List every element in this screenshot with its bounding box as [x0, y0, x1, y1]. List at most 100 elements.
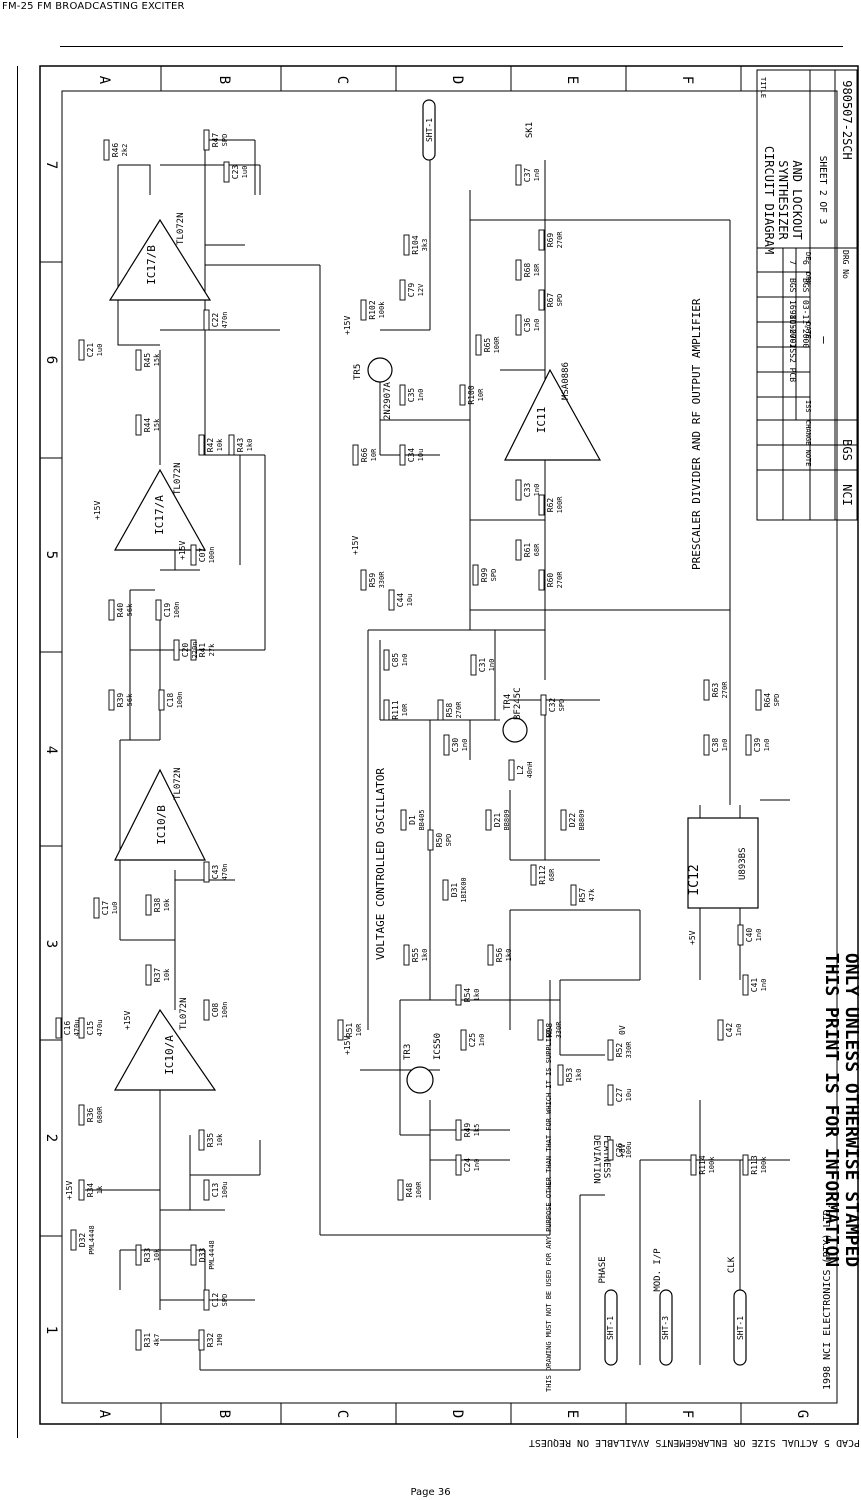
component-ref-r65: R65	[483, 338, 492, 353]
component-body-r34	[78, 1179, 85, 1201]
row-label-1: 1	[43, 1326, 59, 1334]
connector-phase-label: PHASE	[598, 1256, 608, 1283]
ic17a-body	[113, 468, 207, 551]
component-ref-c30: C30	[451, 738, 460, 753]
ic10a-label: IC10/A	[163, 1035, 176, 1075]
component-ref-r37: R37	[153, 968, 162, 983]
component-body-c08	[203, 999, 210, 1021]
component-value-d33: PML4448	[208, 1240, 216, 1270]
component-ref-r38: R38	[153, 898, 162, 913]
component-value-c25: 1n0	[478, 1034, 486, 1047]
tr3-type: ICS50	[433, 1033, 443, 1060]
component-value-r104: 3k3	[421, 239, 429, 252]
component-ref-r57: R57	[578, 888, 587, 903]
component-body-r111	[383, 699, 390, 721]
component-ref-c16: C16	[63, 1021, 72, 1036]
drawn-by-initials: BGS	[840, 439, 854, 461]
component-ref-r69: R69	[546, 233, 555, 248]
component-body-l2	[508, 759, 515, 781]
tr4-label: TR4	[503, 694, 513, 710]
component-body-r48	[397, 1179, 404, 1201]
component-value-r68: 18R	[533, 263, 541, 276]
component-value-r98: 330R	[555, 1021, 563, 1039]
component-value-c20: 220n	[191, 642, 199, 659]
drn-label: DRN	[804, 272, 812, 285]
component-ref-c43: C43	[211, 865, 220, 880]
component-value-r61: 68R	[533, 543, 541, 556]
component-ref-r112: R112	[538, 865, 547, 884]
component-value-r38: 10k	[163, 898, 171, 911]
component-body-c25	[460, 1029, 467, 1051]
component-body-c35	[399, 384, 406, 406]
component-body-r60	[538, 569, 545, 591]
component-body-c16	[55, 1017, 62, 1039]
component-ref-r50: R50	[435, 833, 444, 848]
connector-clk-sheet: SHT-1	[736, 1316, 745, 1340]
component-value-c13: 100u	[221, 1182, 229, 1199]
change-2-by: BGS	[801, 278, 810, 293]
component-value-r114: 100k	[708, 1156, 716, 1174]
component-ref-r39: R39	[116, 693, 125, 708]
ic17a-type: TL072N	[173, 462, 183, 495]
drawing-subtitle-2: AND LOCKOUT	[790, 160, 804, 239]
component-value-c07: 100n	[208, 547, 216, 564]
component-ref-c07: C07	[198, 548, 207, 563]
component-value-r44: 15k	[153, 418, 161, 431]
supply-p15v-6: +15V	[351, 536, 360, 555]
component-value-r32: 1M0	[216, 1334, 224, 1347]
drawing-title: CIRCUIT DIAGRAM	[762, 146, 776, 254]
component-value-d32: PML4448	[88, 1225, 96, 1255]
component-body-r51	[337, 1019, 344, 1041]
component-body-r42	[198, 434, 205, 456]
col-label-f-bottom: F	[679, 1410, 695, 1418]
restriction-note: THIS DRAWING MUST NOT BE USED FOR ANY PU…	[545, 1025, 553, 1392]
title-dash: —	[817, 336, 831, 344]
component-body-r62	[538, 494, 545, 516]
component-body-c18	[158, 689, 165, 711]
component-body-c39	[745, 734, 752, 756]
component-ref-c31: C31	[478, 658, 487, 673]
component-body-r104	[403, 234, 410, 256]
date-label: DATE	[804, 322, 812, 339]
component-body-r66	[352, 444, 359, 466]
component-ref-c42: C42	[725, 1023, 734, 1038]
component-ref-d31: D31	[450, 883, 459, 898]
component-value-r67: SPD	[556, 294, 564, 307]
component-body-r64	[755, 689, 762, 711]
component-body-c32	[540, 694, 547, 716]
component-value-c08: 100n	[221, 1002, 229, 1019]
row-label-3: 3	[43, 940, 59, 948]
component-value-c35: 1n0	[417, 389, 425, 402]
component-value-c18: 100n	[176, 692, 184, 709]
component-ref-r58: R58	[445, 703, 454, 718]
component-body-r54	[455, 984, 462, 1006]
ic17b-label: IC17/B	[145, 245, 158, 285]
component-body-r36	[78, 1104, 85, 1126]
component-ref-r31: R31	[143, 1333, 152, 1348]
component-value-r58: 270R	[455, 701, 463, 719]
component-body-r114	[690, 1154, 697, 1176]
component-body-c17	[93, 897, 100, 919]
component-value-c79: 12V	[417, 283, 425, 296]
component-ref-r54: R54	[463, 988, 472, 1003]
component-body-r102	[360, 299, 367, 321]
row-label-4: 4	[43, 746, 59, 754]
component-ref-r104: R104	[411, 235, 420, 254]
component-ref-r42: R42	[206, 438, 215, 453]
component-body-r37	[145, 964, 152, 986]
component-ref-c19: C19	[163, 603, 172, 618]
component-value-r52: 330R	[625, 1041, 633, 1059]
component-body-c20	[173, 639, 180, 661]
component-body-r112	[530, 864, 537, 886]
component-ref-l2: L2	[516, 765, 525, 775]
component-body-r33	[135, 1244, 142, 1266]
component-body-r49	[455, 1119, 462, 1141]
component-body-c36	[515, 314, 522, 336]
component-value-r56: 1k0	[505, 949, 513, 962]
component-value-d22: BB809	[578, 809, 586, 830]
component-value-r63: 270R	[721, 681, 729, 699]
component-value-r40: 56k	[126, 603, 134, 616]
